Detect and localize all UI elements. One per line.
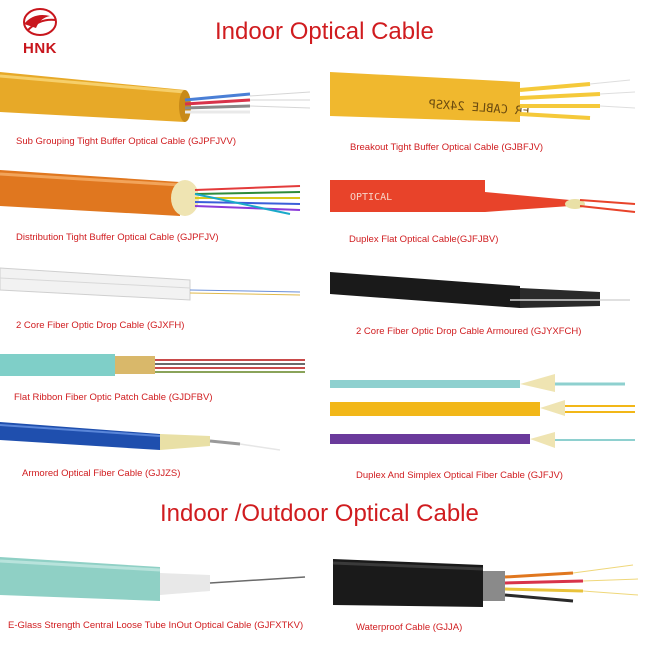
heading-indoor: Indoor Optical Cable [215, 18, 434, 45]
brand-logo: HNK [10, 4, 70, 60]
caption-drop-cable: 2 Core Fiber Optic Drop Cable (GJXFH) [16, 320, 185, 331]
cable-print-duplex: OPTICAL [350, 192, 392, 203]
hnk-logo-icon [23, 8, 57, 36]
caption-e-glass: E-Glass Strength Central Loose Tube InOu… [8, 620, 304, 631]
caption-duplex-simplex: Duplex And Simplex Optical Fiber Cable (… [356, 470, 563, 481]
caption-waterproof: Waterproof Cable (GJJA) [356, 622, 463, 633]
caption-armored: Armored Optical Fiber Cable (GJJZS) [22, 468, 181, 479]
heading-indoor-outdoor: Indoor /Outdoor Optical Cable [160, 500, 479, 527]
duplex-flat-cable-image: OPTICAL [330, 180, 636, 213]
duplex-simplex-cable-image [330, 374, 635, 448]
caption-duplex-flat: Duplex Flat Optical Cable(GJFJBV) [349, 234, 499, 245]
drop-armoured-cable-image [330, 272, 630, 308]
armored-cable-image [0, 422, 281, 451]
logo-text: HNK [23, 40, 57, 57]
caption-breakout: Breakout Tight Buffer Optical Cable (GJB… [350, 142, 544, 153]
flat-ribbon-cable-image [0, 354, 305, 376]
caption-distribution: Distribution Tight Buffer Optical Cable … [16, 232, 219, 243]
waterproof-cable-image [332, 559, 639, 607]
e-glass-cable-image [0, 557, 306, 601]
caption-flat-ribbon: Flat Ribbon Fiber Optic Patch Cable (GJD… [14, 392, 213, 403]
caption-sub-grouping: Sub Grouping Tight Buffer Optical Cable … [16, 136, 237, 147]
breakout-cable-image: ER CABLE 24XSP [330, 72, 636, 122]
distribution-cable-image [0, 170, 301, 216]
drop-cable-image [0, 267, 301, 301]
caption-drop-armoured: 2 Core Fiber Optic Drop Cable Armoured (… [356, 326, 582, 337]
sub-grouping-cable-image [0, 72, 311, 122]
